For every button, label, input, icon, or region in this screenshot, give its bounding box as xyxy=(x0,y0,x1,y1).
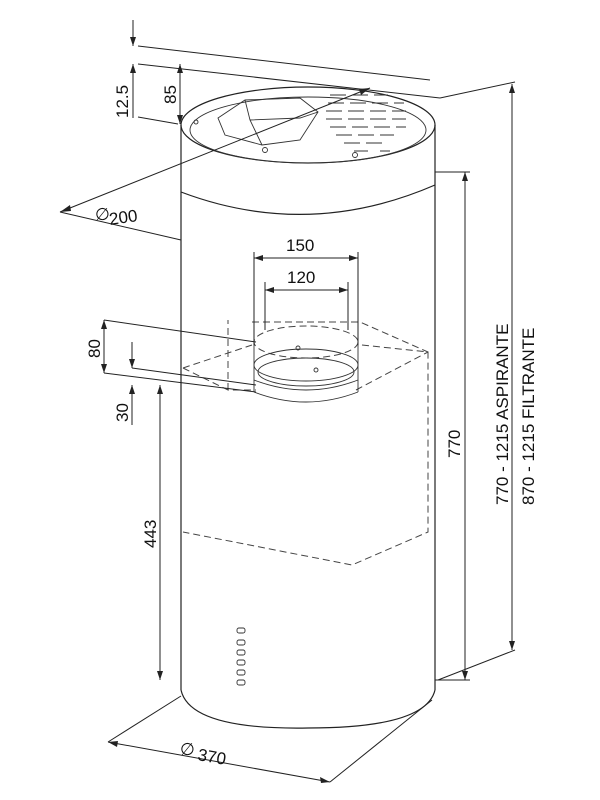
vent-slots xyxy=(326,94,406,152)
dimension-outlet-height xyxy=(101,319,257,425)
label-range-aspirante: 770 - 1215 ASPIRANTE xyxy=(493,324,512,505)
main-body xyxy=(180,185,436,729)
label-370: 370 xyxy=(196,745,227,769)
control-buttons xyxy=(236,627,246,686)
dimension-overall-range xyxy=(437,81,516,681)
label-443: 443 xyxy=(141,520,160,548)
label-120: 120 xyxy=(287,268,315,287)
outlet-spigot xyxy=(253,325,359,403)
label-30: 30 xyxy=(113,403,132,422)
label-80: 80 xyxy=(85,339,104,358)
inner-motor-box xyxy=(182,320,429,566)
label-770: 770 xyxy=(445,430,464,458)
dimension-770 xyxy=(435,171,470,681)
dimension-outlet-width xyxy=(253,252,359,345)
label-diameter-370-symbol: ∅ xyxy=(180,740,195,759)
dimension-top xyxy=(130,20,441,125)
label-12-5: 12.5 xyxy=(113,85,132,118)
dimension-diameter-200 xyxy=(59,87,371,241)
label-150: 150 xyxy=(286,236,314,255)
top-ring xyxy=(180,86,436,215)
label-diameter-200-symbol: ∅ xyxy=(95,205,110,224)
label-200: 200 xyxy=(108,206,139,229)
label-85: 85 xyxy=(161,85,180,104)
dimension-diameter-370 xyxy=(107,695,433,783)
label-range-filtrante: 870 - 1215 FILTRANTE xyxy=(519,328,538,505)
dimension-443 xyxy=(157,385,163,680)
